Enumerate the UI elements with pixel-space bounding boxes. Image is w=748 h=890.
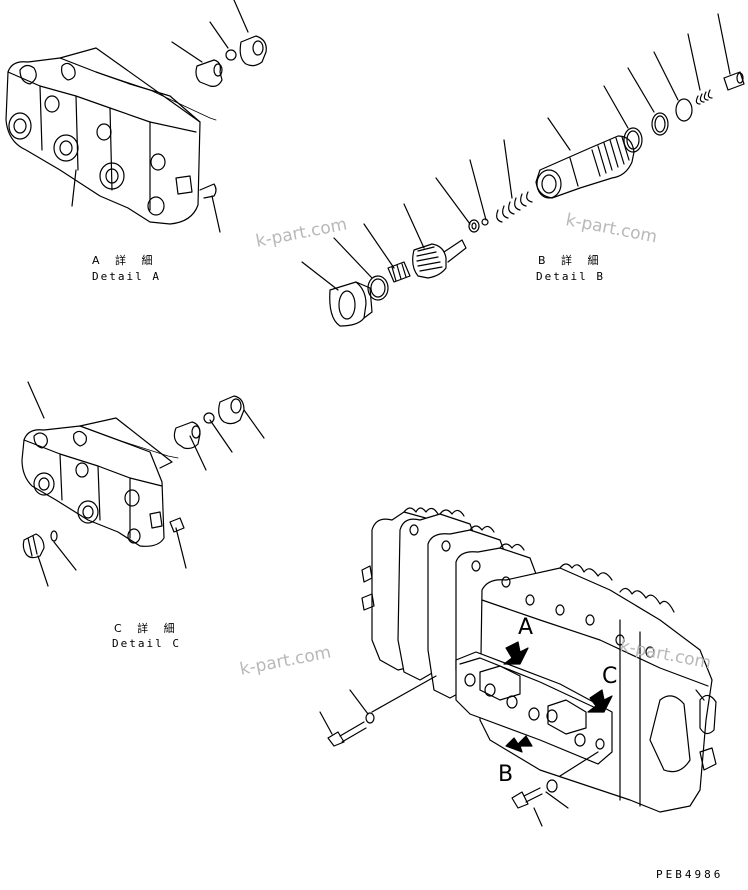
detail-b-exploded-spool [301,13,745,327]
detail-b-title-en: Detail B [536,270,605,283]
detail-c-valve-block [21,381,265,587]
arrow-label-b: B [498,762,514,787]
arrow-label-a: A [518,615,534,640]
detail-c-title-en: Detail C [112,637,181,650]
detail-c-title-jp: C 詳 細 [114,622,181,635]
arrow-label-c: C [602,664,618,689]
detail-b-title-jp: B 詳 細 [538,254,605,267]
detail-a-title-en: Detail A [92,270,161,283]
detail-a-valve-block [5,0,267,233]
drawing-code: PEB4986 [656,868,724,881]
detail-a-title-jp: A 詳 細 [92,254,159,267]
main-valve-assembly [319,507,717,827]
